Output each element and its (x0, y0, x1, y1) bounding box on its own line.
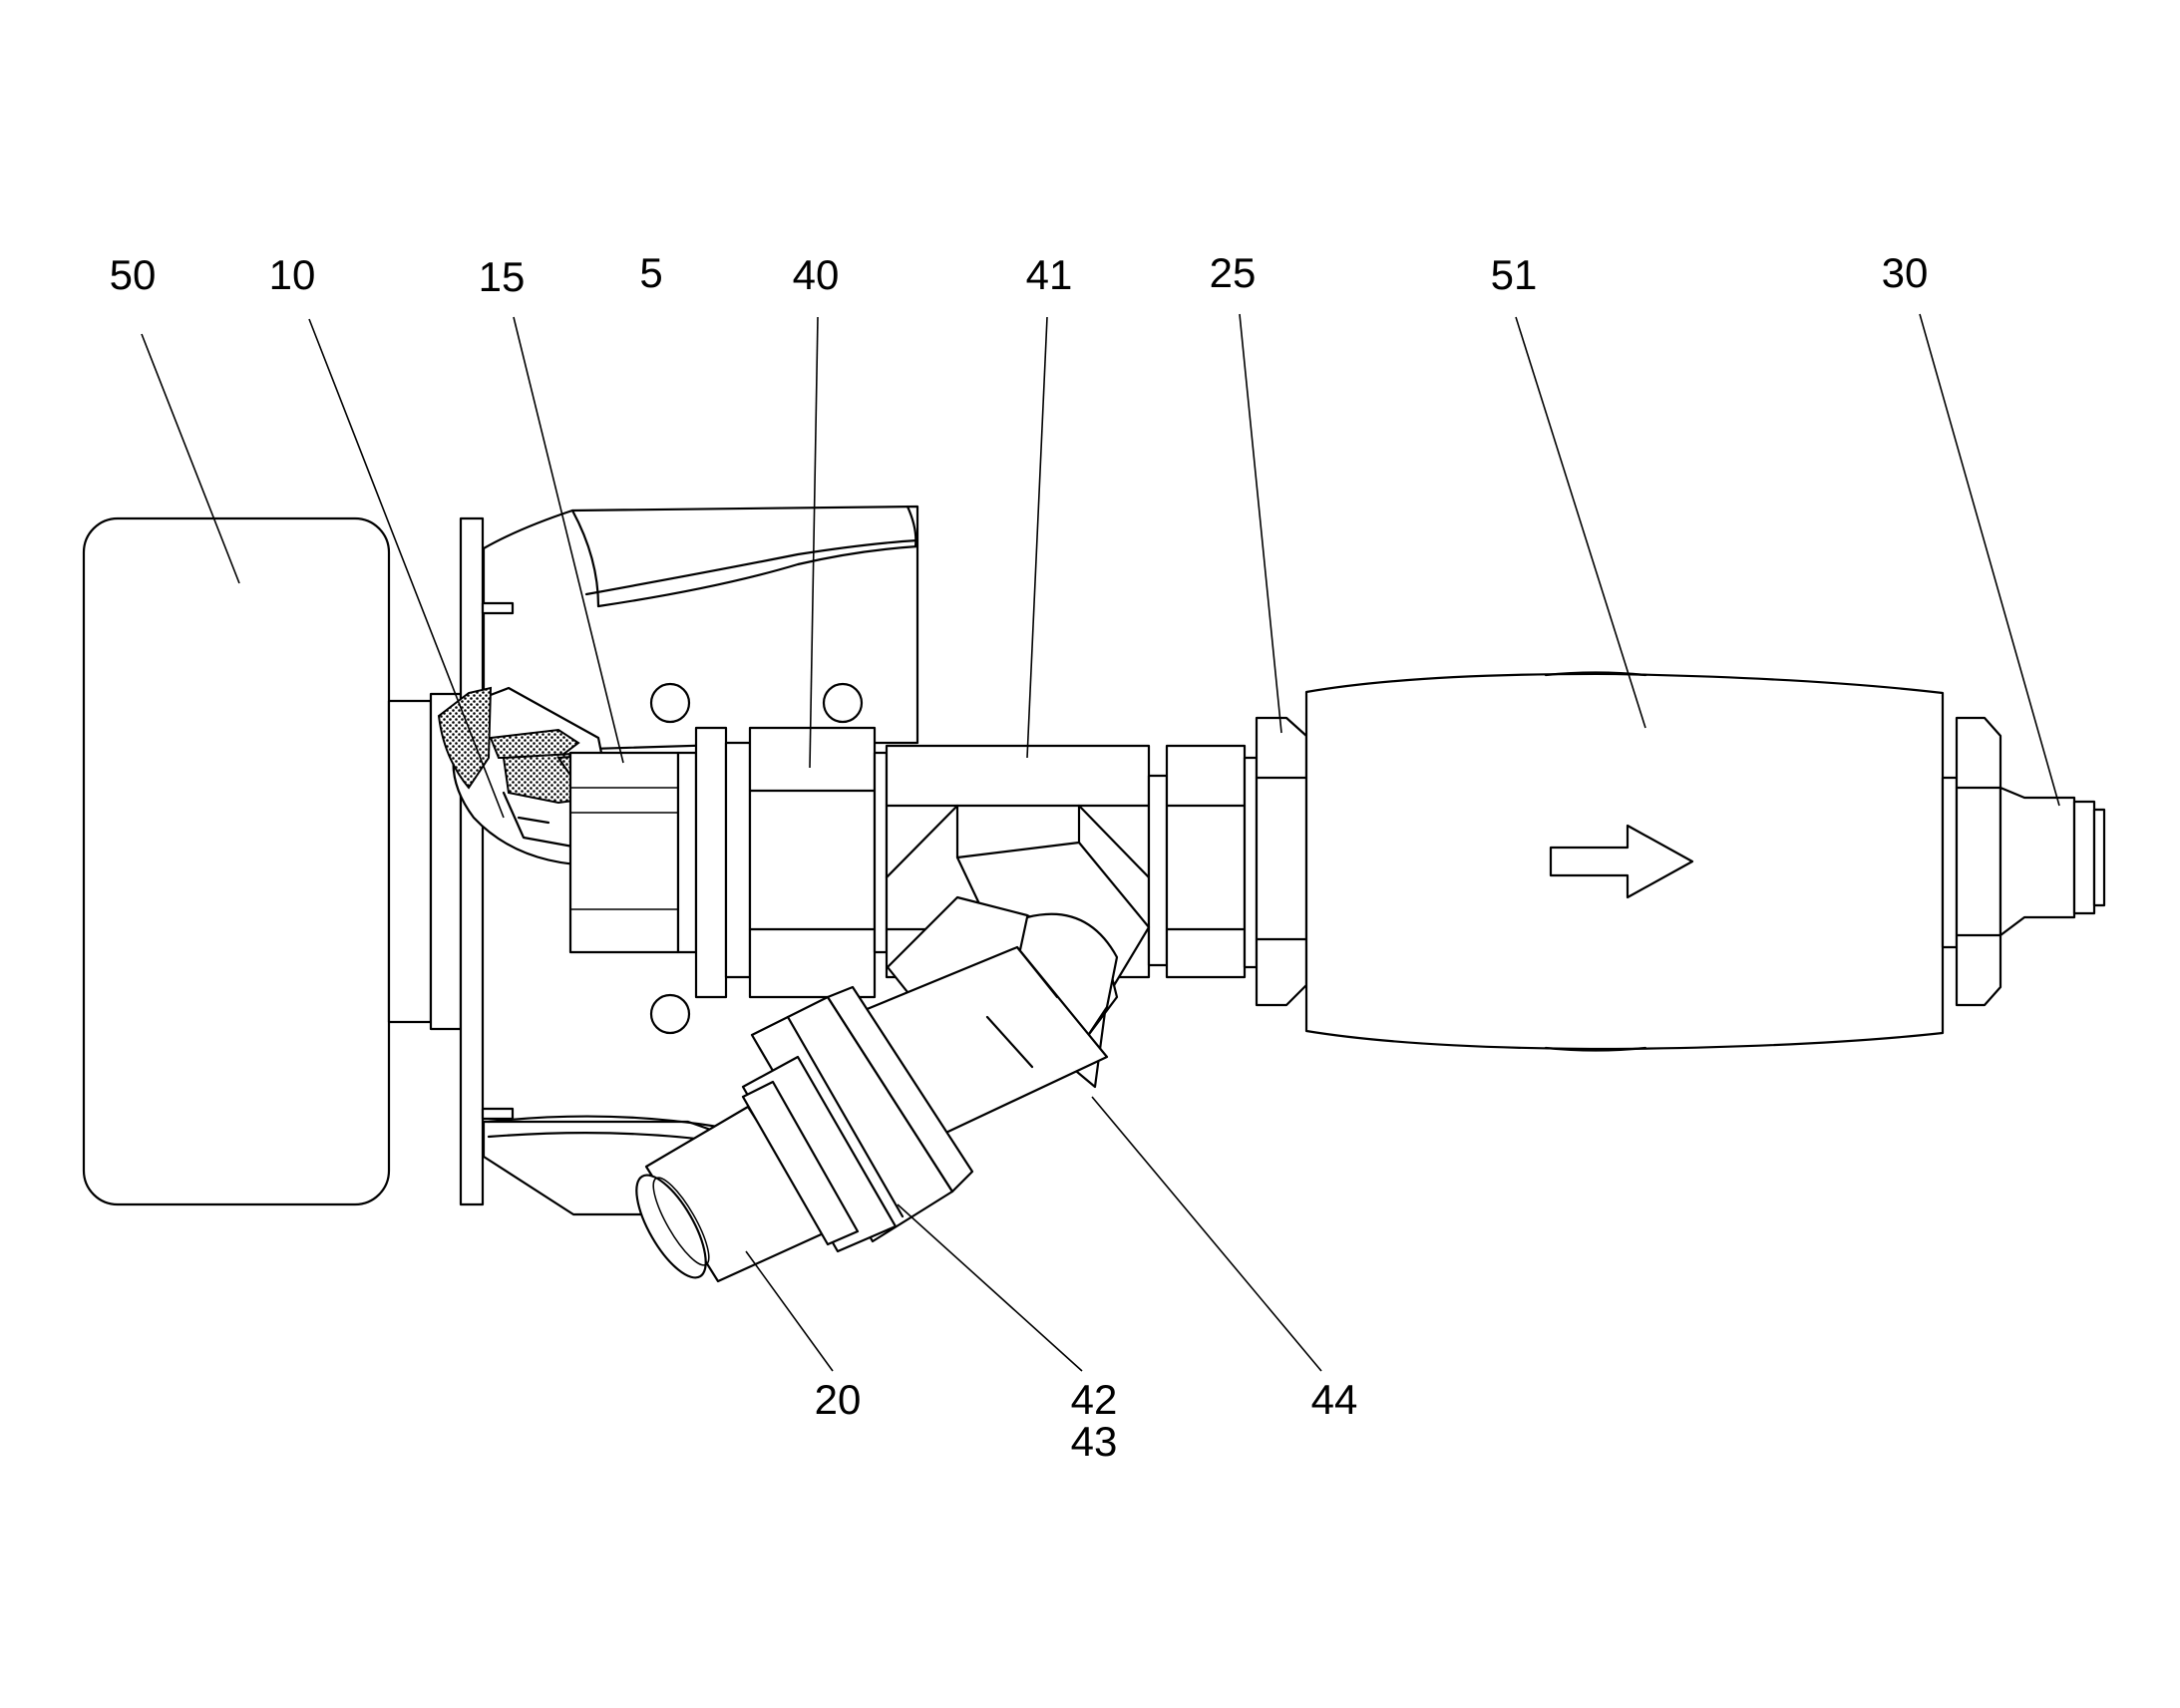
part-44-elbow (846, 841, 1151, 1139)
label-51: 51 (1491, 251, 1538, 298)
part-15-shaft (568, 751, 680, 954)
part-20-barbed-outlet (635, 1080, 860, 1283)
label-41: 41 (1026, 251, 1073, 298)
label-15: 15 (479, 253, 526, 300)
label-50: 50 (110, 251, 157, 298)
leader-lines (141, 313, 2060, 1372)
reference-labels: 50 10 15 5 40 41 25 51 30 20 42 43 44 (110, 249, 1929, 1465)
label-30: 30 (1882, 249, 1929, 296)
part-30-outlet-nipple (1941, 716, 2106, 1007)
label-43: 43 (1071, 1418, 1118, 1465)
part-25-hex-nut (1255, 716, 1308, 1007)
part-42-43-hex-fitting (741, 985, 974, 1253)
part-51-filter-body (1304, 671, 1945, 1052)
part-40-union-nut (676, 726, 889, 999)
label-42: 42 (1071, 1376, 1118, 1423)
label-5: 5 (639, 249, 662, 296)
label-25: 25 (1210, 249, 1257, 296)
label-20: 20 (815, 1376, 862, 1423)
part-50-motor-housing (82, 516, 463, 1206)
flow-direction-arrow-icon (1549, 824, 1694, 899)
label-44: 44 (1311, 1376, 1358, 1423)
label-10: 10 (269, 251, 316, 298)
label-40: 40 (793, 251, 840, 298)
